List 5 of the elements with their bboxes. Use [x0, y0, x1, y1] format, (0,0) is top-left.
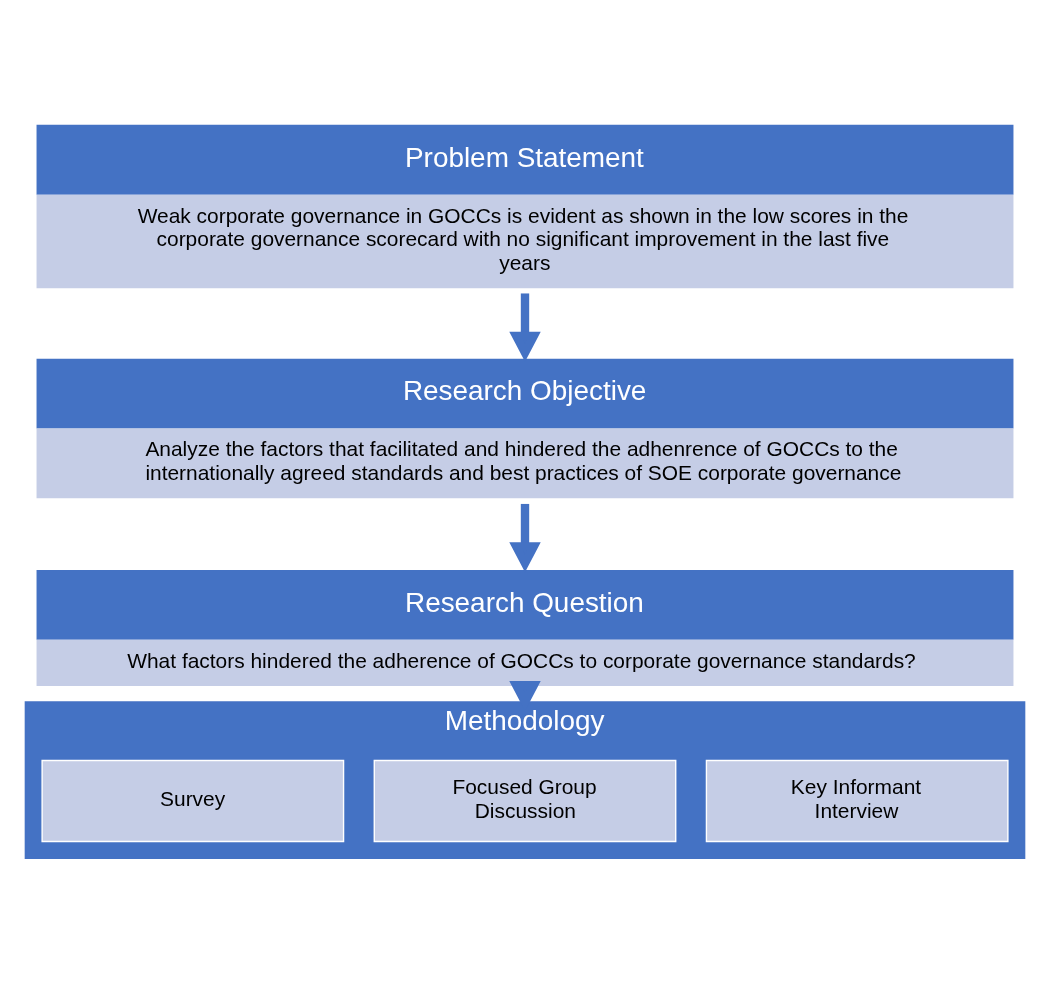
- node-box: Survey: [41, 759, 345, 842]
- arrow: [509, 503, 541, 572]
- arrow: [509, 292, 541, 362]
- node-box: Key Informant Interview: [705, 759, 1009, 842]
- node-box: Focused Group Discussion: [373, 759, 677, 842]
